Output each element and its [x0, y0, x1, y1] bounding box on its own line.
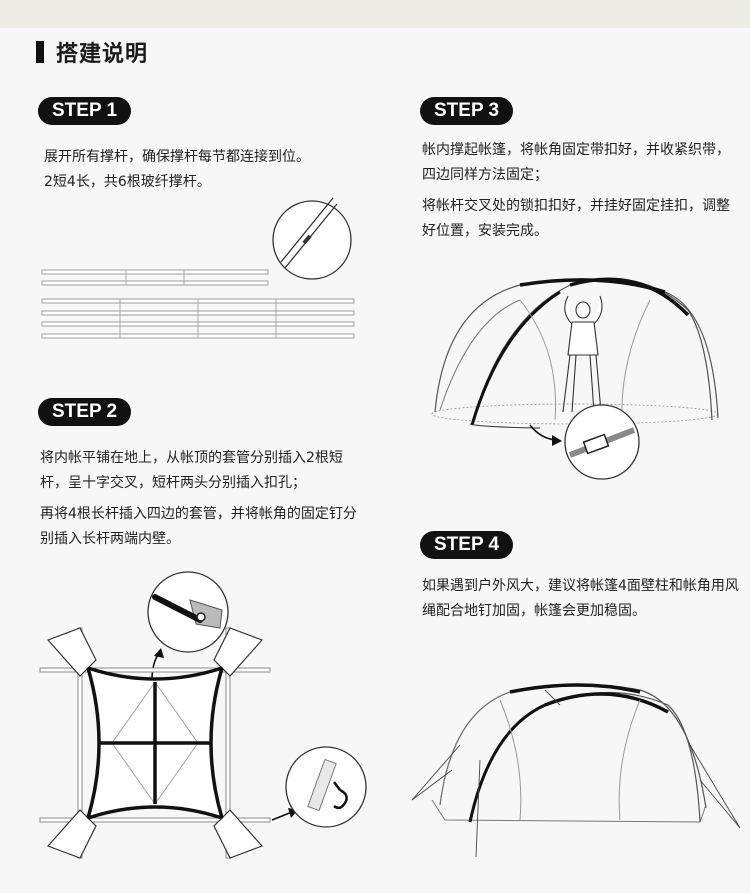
arrow-icon: [151, 651, 161, 681]
step3-paragraph: 将帐杆交叉处的锁扣扣好，并挂好固定挂扣，调整好位置，安装完成。: [422, 198, 730, 239]
pole-joint-zoom: [272, 197, 352, 280]
step4-text: 如果遇到户外风大，建议将帐篷4面壁柱和帐角用风绳配合地钉加固，帐篷会更加稳固。: [422, 574, 742, 624]
top-band: [0, 0, 750, 28]
arrow-head-icon: [154, 648, 164, 658]
arrow-icon: [529, 424, 556, 441]
heading-text: 搭建说明: [56, 42, 149, 67]
stake-zoom-top: [147, 571, 229, 653]
step4-badge: STEP 4: [420, 531, 514, 559]
step2-paragraph: 将内帐平铺在地上，从帐顶的套管分别插入2根短杆，呈十字交叉，短杆两头分别插入扣孔…: [40, 450, 343, 491]
dome-tent-erect: [431, 277, 719, 429]
step4-paragraph: 如果遇到户外风大，建议将帐篷4面壁柱和帐角用风绳配合地钉加固，帐篷会更加稳固。: [422, 578, 739, 619]
step3-text: 帐内撑起帐篷，将帐角固定带扣好，并收紧织带，四边同样方法固定； 将帐杆交叉处的锁…: [422, 138, 742, 244]
step1-text: 展开所有撑杆，确保撑杆每节都连接到位。 2短4长，共6根玻纤撑杆。: [44, 145, 384, 195]
step1-badge: STEP 1: [38, 97, 132, 125]
stake-zoom-bottom: [285, 746, 367, 828]
arrow-head-icon: [552, 435, 562, 446]
tent-floor-plan: [39, 627, 271, 859]
arrow-icon: [271, 811, 293, 821]
buckle-zoom: [564, 404, 640, 480]
step1-paragraph: 2短4长，共6根玻纤撑杆。: [44, 174, 211, 190]
step2-badge: STEP 2: [38, 398, 132, 426]
pole-joints: [119, 270, 277, 338]
step3-badge: STEP 3: [420, 97, 514, 125]
dome-tent-guyed: [411, 683, 741, 858]
step3-paragraph: 帐内撑起帐篷，将帐角固定带扣好，并收紧织带，四边同样方法固定；: [422, 142, 730, 183]
arrow-head-icon: [288, 808, 298, 818]
heading-bar: [36, 41, 44, 63]
short-poles: [41, 269, 269, 286]
step2-paragraph: 再将4根长杆插入四边的套管，并将帐角的固定钉分别插入长杆两端内壁。: [40, 506, 357, 547]
step1-paragraph: 展开所有撑杆，确保撑杆每节都连接到位。: [44, 149, 310, 165]
step2-text: 将内帐平铺在地上，从帐顶的套管分别插入2根短杆，呈十字交叉，短杆两头分别插入扣孔…: [40, 446, 370, 552]
section-heading: 搭建说明: [36, 38, 149, 67]
long-poles: [41, 298, 355, 339]
